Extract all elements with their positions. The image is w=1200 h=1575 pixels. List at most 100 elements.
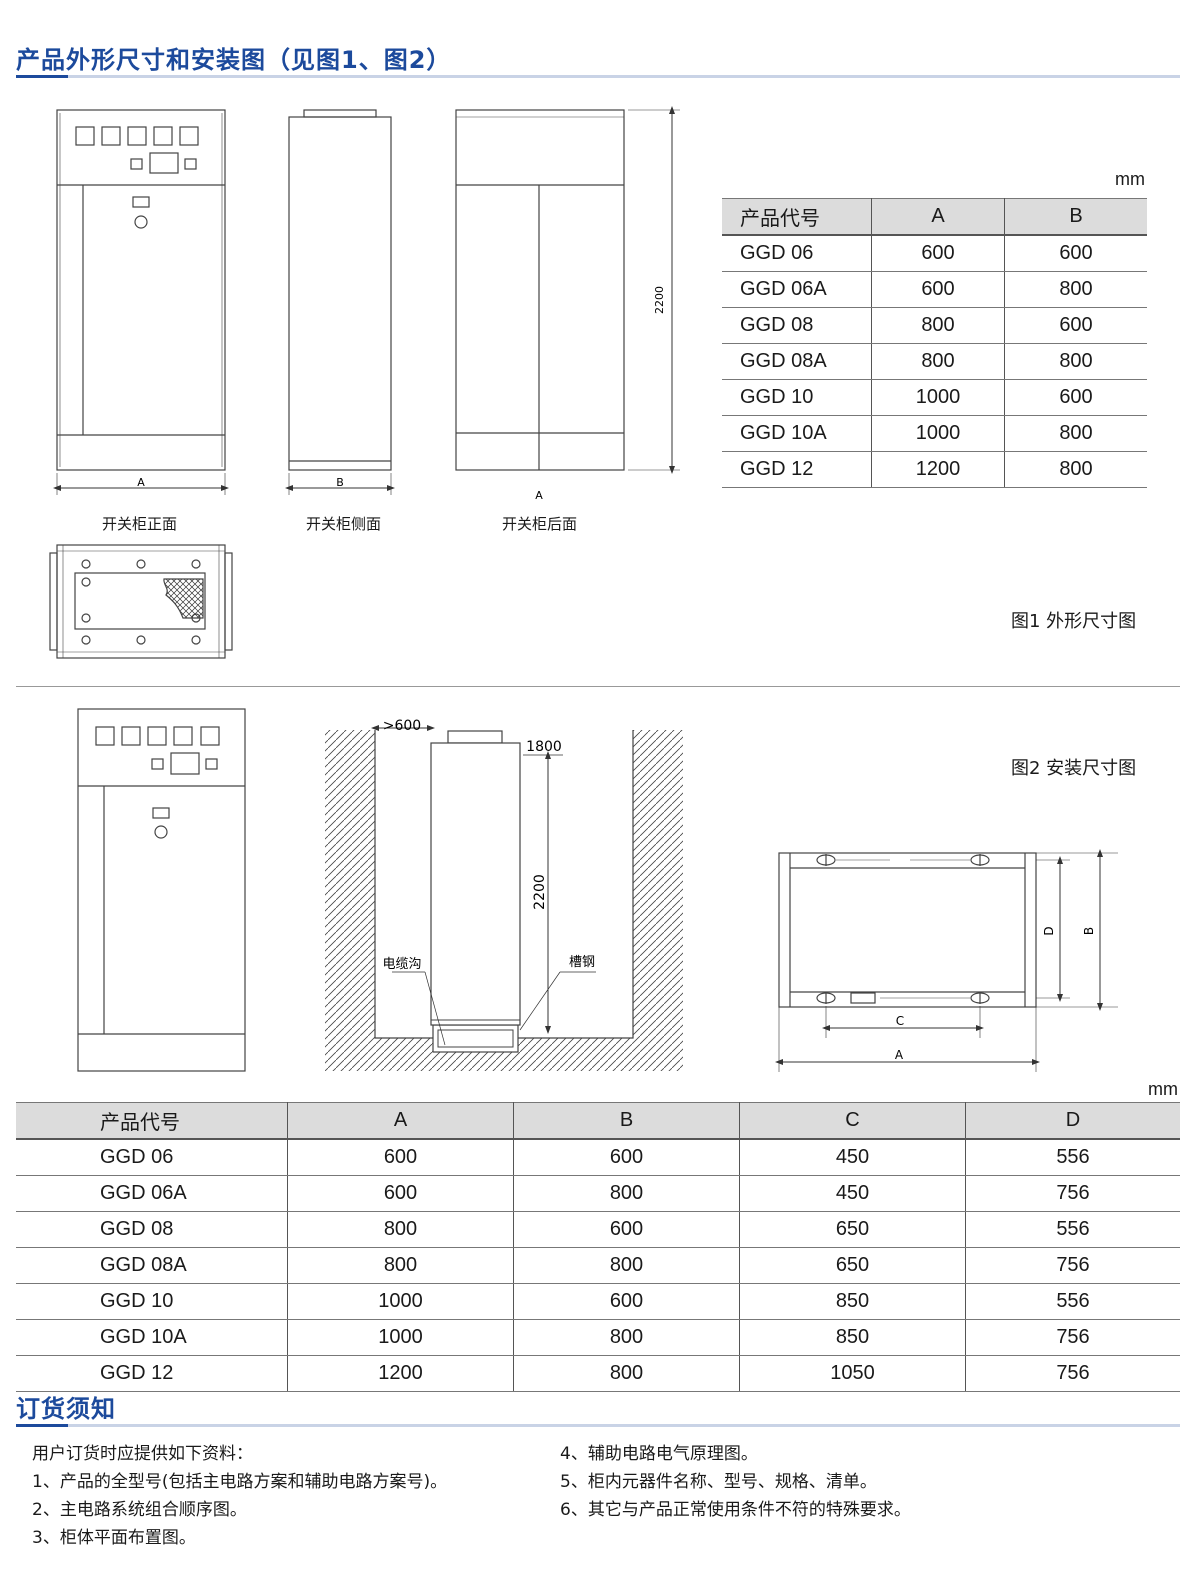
fig1-dim-a-front: A: [137, 476, 145, 489]
fig1-dim-a-back: A: [535, 489, 543, 502]
label-cable-trench: 电缆沟: [382, 956, 421, 972]
cell-b: 600: [513, 1139, 740, 1176]
cell-b: 600: [1004, 307, 1147, 344]
cell-c: 850: [739, 1283, 966, 1320]
cell-model: GGD 08A: [16, 1247, 288, 1284]
cell-model: GGD 06A: [16, 1175, 288, 1212]
list-item: 4、辅助电路电气原理图。: [560, 1444, 758, 1464]
label-front-view: 开关柜正面: [102, 515, 178, 533]
cell-d: 756: [965, 1355, 1180, 1392]
cell-b: 800: [1004, 451, 1147, 488]
cell-model: GGD 10A: [16, 1319, 288, 1356]
fig2-col-a: A: [287, 1102, 514, 1140]
cell-c: 850: [739, 1319, 966, 1356]
fig1-col-model: 产品代号: [722, 198, 872, 236]
cell-model: GGD 08: [16, 1211, 288, 1248]
cell-model: GGD 08: [722, 307, 872, 344]
cell-b: 800: [1004, 343, 1147, 380]
fig2-dim-a: A: [895, 1048, 904, 1062]
fig2-caption: 图2 安装尺寸图: [1011, 758, 1137, 779]
cabinet-plan-view: [49, 544, 233, 659]
fig2-dim-b: B: [1082, 927, 1096, 935]
list-item: 5、柜内元器件名称、型号、规格、清单。: [560, 1472, 877, 1492]
cell-b: 600: [1004, 235, 1147, 272]
cell-a: 1200: [287, 1355, 514, 1392]
cell-b: 800: [513, 1355, 740, 1392]
cell-d: 756: [965, 1247, 1180, 1284]
cell-c: 1050: [739, 1355, 966, 1392]
cell-c: 450: [739, 1175, 966, 1212]
fig2-base-plan: [778, 852, 1037, 1008]
list-item: 3、柜体平面布置图。: [32, 1528, 196, 1548]
cell-model: GGD 06A: [722, 271, 872, 308]
cell-b: 800: [1004, 271, 1147, 308]
ordering-notes-right: 4、辅助电路电气原理图。 5、柜内元器件名称、型号、规格、清单。 6、其它与产品…: [560, 1440, 911, 1524]
label-back-view: 开关柜后面: [502, 515, 578, 533]
installation-trench-section: [325, 730, 683, 1071]
fig2-col-d: D: [965, 1102, 1180, 1140]
cell-c: 450: [739, 1139, 966, 1176]
cell-a: 800: [871, 307, 1005, 344]
fig2-col-model: 产品代号: [16, 1102, 288, 1140]
fig2-dim-top: 1800: [526, 739, 562, 755]
cell-b: 600: [513, 1283, 740, 1320]
cell-model: GGD 06: [16, 1139, 288, 1176]
cell-model: GGD 10: [722, 379, 872, 416]
cell-model: GGD 10: [16, 1283, 288, 1320]
cell-b: 800: [513, 1175, 740, 1212]
fig2-drawings: >600 1800 2200 电缆沟 槽钢 C A D B: [77, 708, 1118, 1072]
title-underline: [16, 1424, 1180, 1427]
list-item: 6、其它与产品正常使用条件不符的特殊要求。: [560, 1500, 911, 1520]
ordering-notes-left: 用户订货时应提供如下资料： 1、产品的全型号(包括主电路方案和辅助电路方案号)。…: [32, 1440, 447, 1552]
fig2-dim-c: C: [896, 1014, 904, 1028]
cabinet-back-view: [455, 109, 625, 471]
cell-b: 800: [513, 1319, 740, 1356]
cell-a: 800: [287, 1211, 514, 1248]
list-item: 2、主电路系统组合顺序图。: [32, 1500, 247, 1520]
fig2-col-b: B: [513, 1102, 740, 1140]
cell-b: 600: [1004, 379, 1147, 416]
cell-a: 1000: [287, 1283, 514, 1320]
fig1-col-b: B: [1004, 198, 1147, 236]
cell-a: 800: [871, 343, 1005, 380]
fig2-dim-gap: >600: [383, 718, 421, 734]
cell-b: 800: [1004, 415, 1147, 452]
cell-model: GGD 06: [722, 235, 872, 272]
section-title-dimensions: 产品外形尺寸和安装图（见图1、图2）: [16, 46, 452, 74]
fig2-cabinet-front: [77, 708, 246, 1072]
list-item: 1、产品的全型号(包括主电路方案和辅助电路方案号)。: [32, 1472, 448, 1492]
cell-a: 600: [287, 1175, 514, 1212]
cell-a: 1200: [871, 451, 1005, 488]
cell-c: 650: [739, 1211, 966, 1248]
cell-d: 556: [965, 1139, 1180, 1176]
cell-a: 1000: [871, 415, 1005, 452]
title-underline: [16, 75, 1180, 78]
cell-model: GGD 08A: [722, 343, 872, 380]
cell-d: 556: [965, 1211, 1180, 1248]
cell-b: 800: [513, 1247, 740, 1284]
cell-a: 600: [871, 271, 1005, 308]
cell-a: 1000: [871, 379, 1005, 416]
cabinet-front-view: [56, 109, 226, 471]
cell-model: GGD 12: [722, 451, 872, 488]
cell-d: 756: [965, 1319, 1180, 1356]
fig2-dim-height: 2200: [532, 874, 548, 910]
fig2-dim-d: D: [1042, 926, 1056, 935]
fig1-col-a: A: [871, 198, 1005, 236]
section-divider: [16, 686, 1180, 687]
section-title-ordering: 订货须知: [16, 1395, 116, 1423]
